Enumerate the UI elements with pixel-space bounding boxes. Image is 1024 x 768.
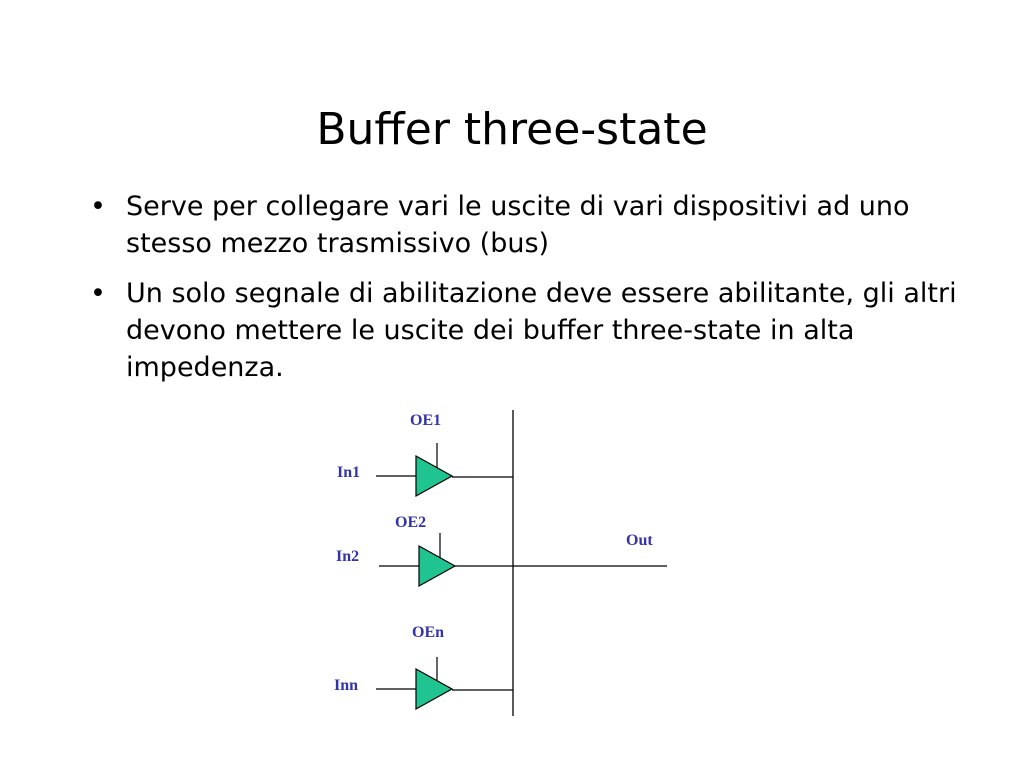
bullet-icon: • (90, 278, 106, 309)
input-label: In2 (336, 548, 359, 565)
bullet-text: Un solo segnale di abilitazione deve ess… (126, 278, 957, 383)
enable-label: OE1 (410, 412, 441, 429)
output-label: Out (626, 532, 653, 549)
input-label: Inn (334, 677, 358, 694)
bullet-text: Serve per collegare vari le uscite di va… (126, 191, 910, 259)
buffer-triangle-icon (415, 454, 454, 498)
bullet-icon: • (90, 191, 106, 222)
buffer-n: Inn OEn (334, 624, 513, 711)
buffer-triangle-icon (418, 544, 457, 588)
buffer-1: In1 OE1 (337, 412, 513, 498)
buffer-2: In2 OE2 (336, 514, 513, 588)
enable-label: OEn (412, 624, 444, 641)
bullet-item: • Serve per collegare vari le uscite di … (84, 188, 964, 262)
enable-label: OE2 (395, 514, 426, 531)
bullet-list: • Serve per collegare vari le uscite di … (84, 188, 964, 399)
buffer-triangle-icon (415, 667, 454, 711)
bullet-item: • Un solo segnale di abilitazione deve e… (84, 275, 964, 386)
input-label: In1 (337, 464, 360, 481)
slide-title: Buffer three-state (316, 104, 708, 155)
